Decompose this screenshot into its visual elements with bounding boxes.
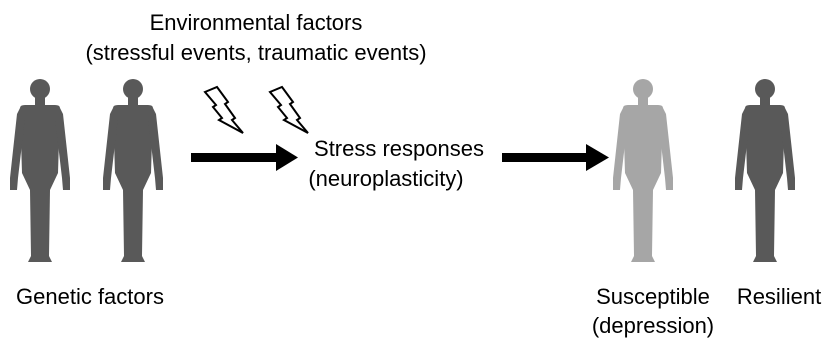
genetic-figure-right-icon: [103, 79, 163, 262]
environmental-factors-subtitle: (stressful events, traumatic events): [85, 40, 426, 65]
environmental-factors-title: Environmental factors: [150, 10, 363, 35]
lightning-bolt-left-icon: [204, 86, 244, 134]
arrow-stress-to-outcome-icon: [502, 144, 609, 171]
depression-label: (depression): [592, 313, 714, 338]
genetic-figure-left-icon: [10, 79, 70, 262]
genetic-factors-label: Genetic factors: [16, 284, 164, 309]
susceptible-figure-icon: [613, 79, 673, 262]
resilient-label: Resilient: [737, 284, 821, 309]
lightning-bolt-right-icon: [269, 86, 309, 134]
stress-responses-label: Stress responses: [314, 136, 484, 161]
resilient-figure-icon: [735, 79, 795, 262]
susceptible-label: Susceptible: [596, 284, 710, 309]
arrow-genetic-to-stress-icon: [191, 144, 298, 171]
neuroplasticity-label: (neuroplasticity): [308, 166, 463, 191]
